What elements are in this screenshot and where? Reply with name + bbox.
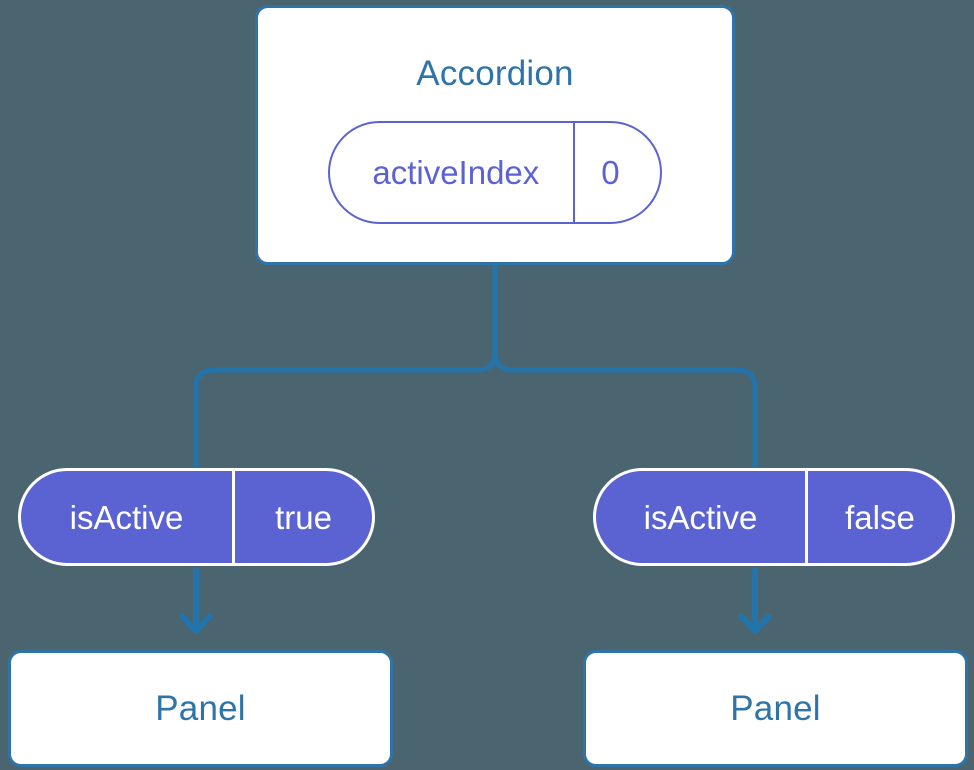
accordion-node: Accordion activeIndex 0 bbox=[255, 5, 735, 265]
accordion-prop-active-index-value: 0 bbox=[573, 123, 659, 222]
panel-node-left-title: Panel bbox=[155, 689, 246, 728]
panel-node-right: Panel bbox=[583, 650, 968, 767]
branch-prop-is-active-false: isActive false bbox=[593, 468, 955, 566]
branch-prop-is-active-true: isActive true bbox=[18, 468, 375, 566]
accordion-prop-active-index-key: activeIndex bbox=[372, 154, 540, 191]
branch-prop-is-active-false-value: false bbox=[805, 471, 952, 563]
branch-prop-is-active-true-key: isActive bbox=[69, 498, 184, 536]
panel-node-left: Panel bbox=[8, 650, 393, 767]
branch-prop-is-active-false-key: isActive bbox=[643, 498, 758, 536]
accordion-prop-active-index: activeIndex 0 bbox=[328, 121, 662, 224]
accordion-node-title: Accordion bbox=[416, 54, 574, 93]
trunk-split-path bbox=[492, 262, 758, 471]
arrow-right-head bbox=[738, 613, 772, 634]
trunk-left-branch-path bbox=[193, 349, 498, 471]
panel-node-right-title: Panel bbox=[730, 689, 821, 728]
branch-prop-is-active-true-value: true bbox=[232, 471, 372, 563]
arrow-left-head bbox=[179, 613, 213, 634]
